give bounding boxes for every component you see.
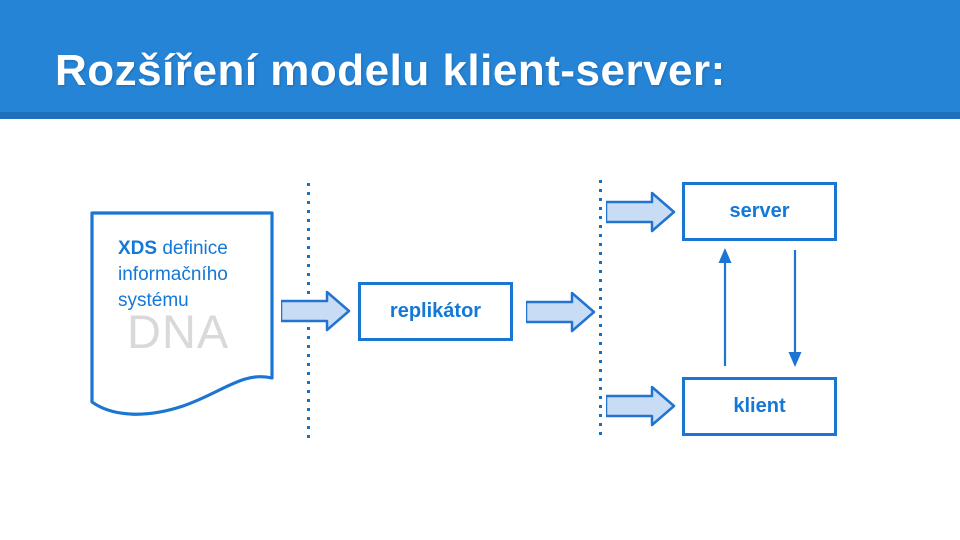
client-box: klient bbox=[682, 377, 837, 436]
header-bar: Rozšíření modelu klient-server: bbox=[0, 0, 960, 112]
page-title: Rozšíření modelu klient-server: bbox=[55, 46, 726, 95]
document-label-line1: XDS definice bbox=[118, 236, 228, 262]
document-label-definice: definice bbox=[157, 238, 228, 259]
document-label-xds: XDS bbox=[118, 238, 158, 259]
client-label: klient bbox=[733, 395, 786, 417]
server-box: server bbox=[682, 182, 837, 241]
replicator-label: replikátor bbox=[389, 300, 482, 322]
server-label: server bbox=[729, 200, 790, 222]
client-server-connector-arrows-icon bbox=[718, 248, 802, 367]
replicator-box: replikátor bbox=[358, 282, 513, 341]
flow-arrow-doc-to-replicator-icon bbox=[281, 290, 351, 332]
flow-arrow-replicator-to-divider-icon bbox=[526, 291, 596, 333]
dotted-divider-right bbox=[599, 180, 602, 436]
document-label-line3: systému bbox=[118, 290, 189, 311]
flow-arrow-to-server-icon bbox=[606, 191, 676, 233]
header-accent-strip bbox=[0, 112, 960, 119]
flow-arrow-to-client-icon bbox=[606, 385, 676, 427]
document-label: XDS definice informačního systému bbox=[118, 236, 228, 314]
document-label-line2: informačního bbox=[118, 264, 228, 285]
dna-watermark: DNA bbox=[127, 305, 230, 358]
document-shape-icon bbox=[90, 211, 274, 416]
